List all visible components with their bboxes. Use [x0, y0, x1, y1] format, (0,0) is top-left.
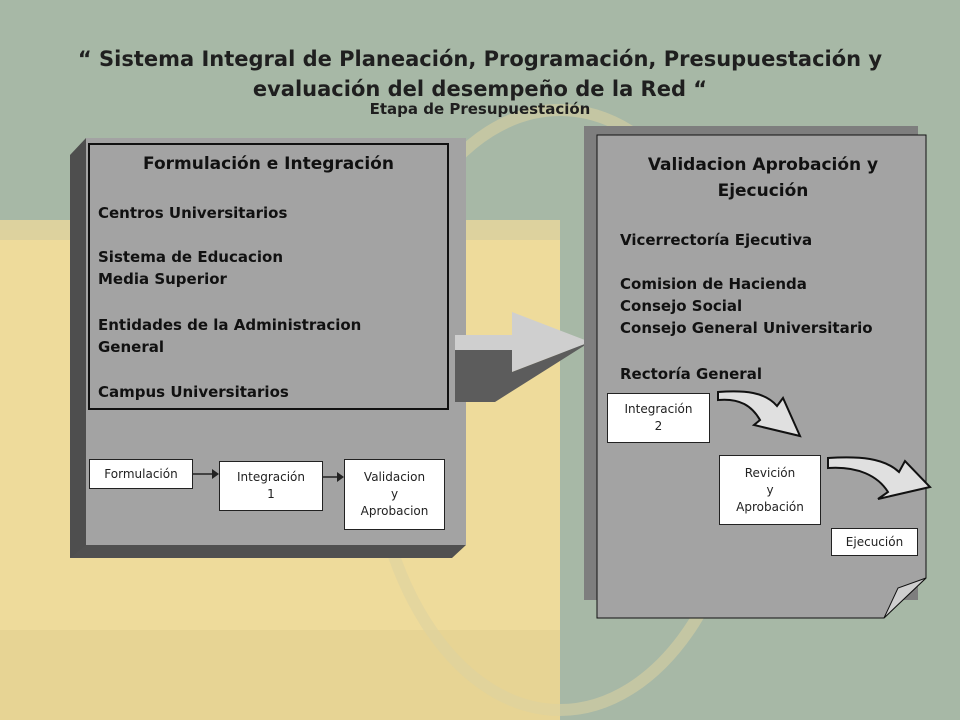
- left-item: General: [98, 338, 164, 356]
- main-title: “ Sistema Integral de Planeación, Progra…: [0, 44, 960, 104]
- left-panel-side: [70, 138, 86, 558]
- flow-box-ejecucion: Ejecución: [831, 528, 918, 556]
- left-item: Sistema de Educacion: [98, 248, 284, 266]
- right-item: Consejo Social: [620, 297, 743, 315]
- right-panel-header: Validacion Aprobación y Ejecución: [603, 152, 923, 204]
- right-item: Comision de Hacienda: [620, 275, 807, 293]
- curved-arrow-1-icon: [717, 390, 802, 438]
- big-arrow-icon: [455, 312, 590, 372]
- right-panel-header-line-2: Ejecución: [717, 181, 809, 201]
- flow-box-label: Revición y Aprobación: [736, 465, 804, 514]
- right-item: Vicerrectoría Ejecutiva: [620, 231, 813, 249]
- flow-box-integracion-2: Integración 2: [607, 393, 710, 443]
- left-item: Entidades de la Administracion: [98, 316, 362, 334]
- flow-box-label: Validacion y Aprobacion: [360, 470, 429, 518]
- right-item: Consejo General Universitario: [620, 319, 873, 337]
- main-title-line-1: “ Sistema Integral de Planeación, Progra…: [77, 47, 883, 71]
- flow-box-validacion: Validacion y Aprobacion: [344, 459, 445, 530]
- flow-box-formulacion: Formulación: [89, 459, 193, 489]
- page-curl: [883, 577, 927, 619]
- left-item: Media Superior: [98, 270, 227, 288]
- flow-box-label: Integración 1: [236, 470, 305, 501]
- flow-box-label: Integración 2: [624, 402, 693, 433]
- left-panel-header: Formulación e Integración: [143, 154, 394, 174]
- flow-box-revicion: Revición y Aprobación: [719, 455, 821, 525]
- left-panel-bottom: [70, 545, 466, 558]
- subtitle: Etapa de Presupuestación: [369, 100, 591, 118]
- flow-box-label: Formulación: [104, 466, 178, 481]
- flow-box-integracion-1: Integración 1: [219, 461, 323, 511]
- flow-box-label: Ejecución: [845, 534, 904, 549]
- left-content-frame: [88, 143, 449, 410]
- curved-arrow-2-icon: [827, 456, 932, 500]
- left-item: Campus Universitarios: [98, 383, 289, 401]
- left-item: Centros Universitarios: [98, 204, 288, 222]
- right-panel-header-line-1: Validacion Aprobación y: [647, 155, 879, 175]
- right-item: Rectoría General: [620, 365, 762, 383]
- main-title-line-2: evaluación del desempeño de la Red “: [252, 77, 708, 101]
